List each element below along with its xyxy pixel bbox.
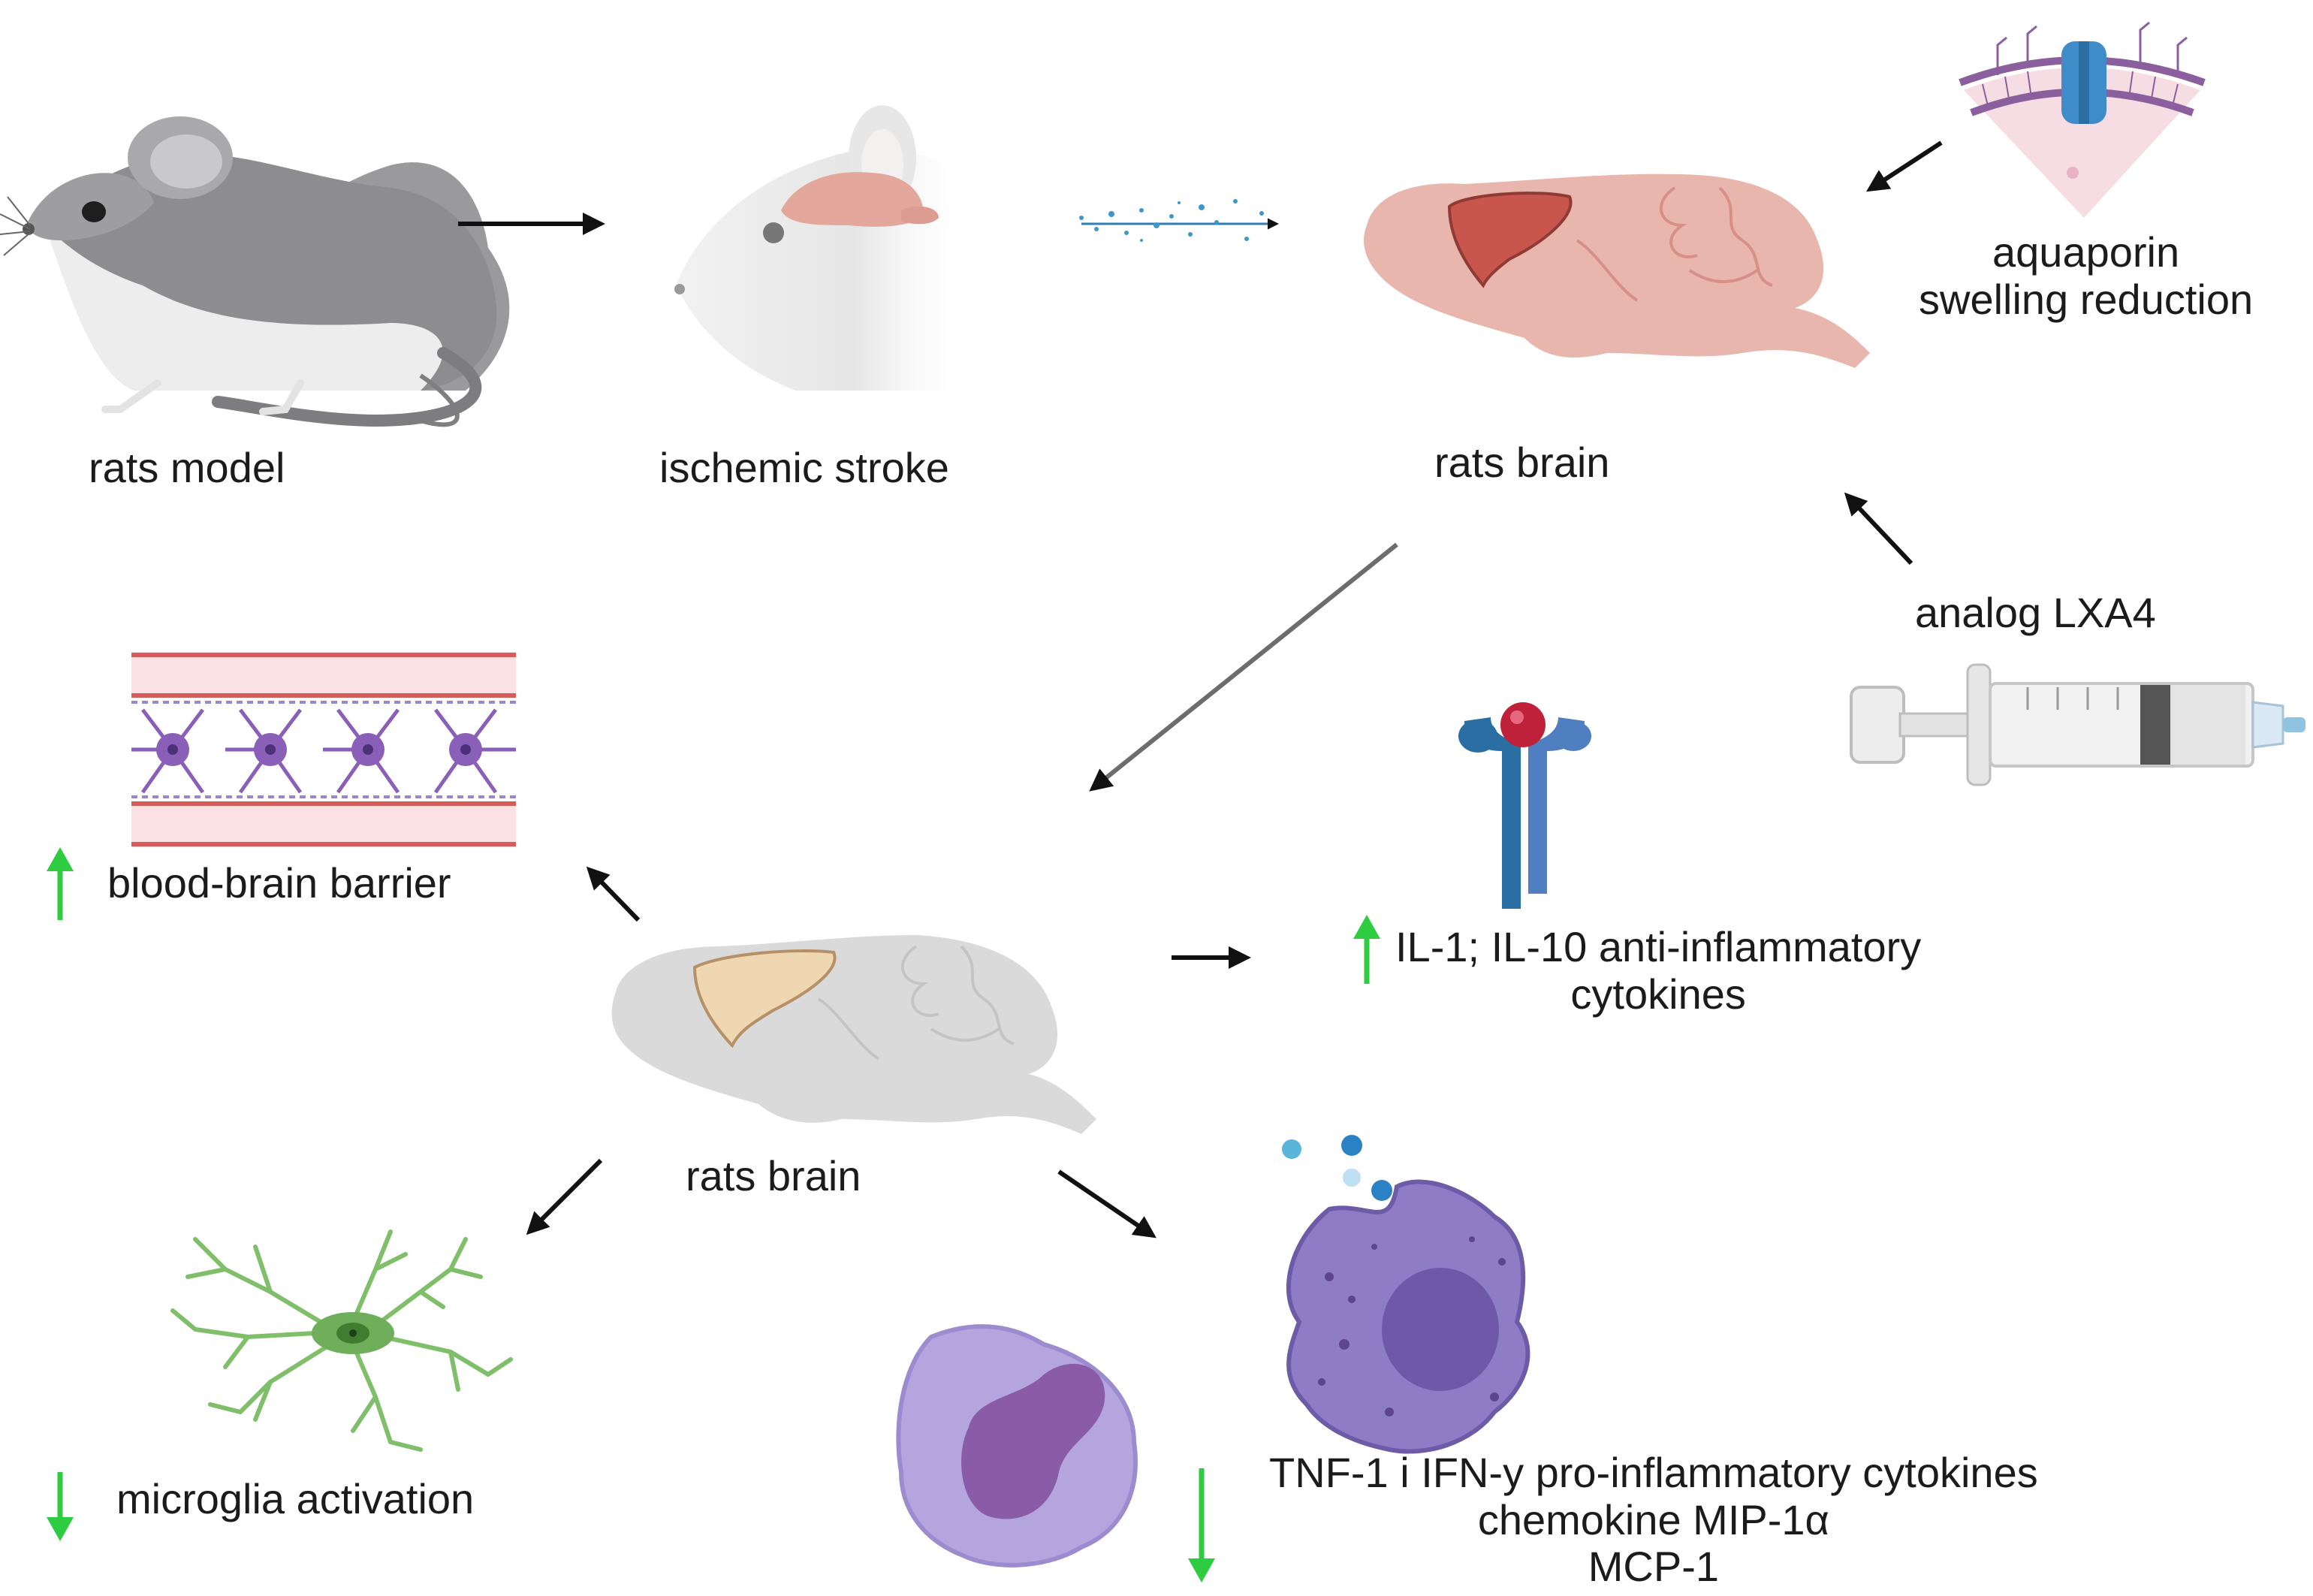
label-bbb: blood-brain barrier [107, 859, 451, 907]
label-tnf-line3: MCP-1 [1588, 1543, 1719, 1591]
brain-icon [611, 935, 1096, 1134]
arrow-aquaporin-to-brain [1865, 140, 1943, 192]
increase-arrow-il [1353, 915, 1380, 984]
label-ischemic-stroke: ischemic stroke [659, 444, 949, 491]
label-tnf-line2: chemokine MIP-1α [1477, 1495, 1829, 1543]
arrow-brain-to-bbb [586, 866, 641, 922]
monocyte-icon [896, 1324, 1138, 1567]
decrease-arrow-microglia [47, 1472, 74, 1541]
label-il: IL-1; IL-10 anti-inflammatory cytokines [1395, 923, 1922, 1018]
arrow-brain-to-macrophage [1057, 1169, 1156, 1238]
label-aquaporin: aquaporin swelling reduction [1919, 228, 2254, 323]
label-rats-brain-top: rats brain [1434, 439, 1610, 486]
brain-icon [1364, 173, 1870, 368]
microglia-icon [170, 1229, 513, 1452]
macrophage-icon [1282, 1135, 1530, 1454]
syringe-icon [1850, 663, 2305, 786]
arrow-analog-to-brain [1844, 492, 1913, 566]
label-tnf: TNF-1 i IFN-y pro-inflammatory cytokines… [1269, 1449, 2038, 1591]
rat-icon [0, 116, 510, 427]
blood-brain-barrier-icon [131, 652, 516, 847]
increase-arrow-bbb [47, 847, 74, 920]
receptor-icon [1458, 702, 1591, 909]
decrease-arrow-cytokines [1188, 1468, 1215, 1582]
label-il-line2: cytokines [1570, 970, 1746, 1018]
label-aquaporin-line2: swelling reduction [1919, 275, 2254, 323]
aquaporin-membrane-icon [1959, 21, 2206, 218]
label-rats-model: rats model [89, 444, 285, 491]
particle-stream-icon [1079, 199, 1279, 242]
label-aquaporin-line1: aquaporin [1992, 228, 2180, 276]
rat-head-icon [674, 105, 976, 391]
label-analog: analog LXA4 [1915, 589, 2156, 636]
label-microglia: microglia activation [116, 1475, 475, 1522]
label-il-line1: IL-1; IL-10 anti-inflammatory [1395, 923, 1922, 970]
label-rats-brain-bottom: rats brain [686, 1152, 861, 1199]
arrow-brain-to-brain [1089, 542, 1398, 792]
arrow-brain-to-microglia [526, 1158, 603, 1235]
label-tnf-line1: TNF-1 i IFN-y pro-inflammatory cytokines [1269, 1449, 2038, 1496]
